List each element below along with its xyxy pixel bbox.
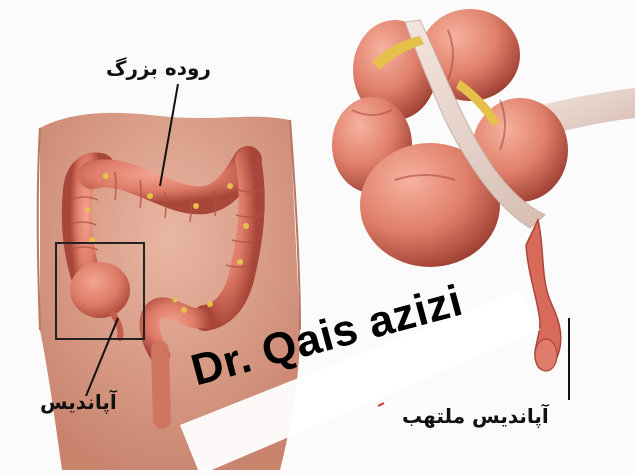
inflamed-appendix-label: آپاندیس ملتهب <box>402 404 549 428</box>
cecum <box>70 262 130 318</box>
colon-label: روده بزرگ <box>106 56 211 80</box>
inflamed-appendix-tip <box>535 339 557 371</box>
torso-left-edge <box>38 128 40 330</box>
appendix-label: آپاندیس <box>40 390 117 414</box>
rectum <box>160 350 162 420</box>
red-mark <box>378 403 384 406</box>
